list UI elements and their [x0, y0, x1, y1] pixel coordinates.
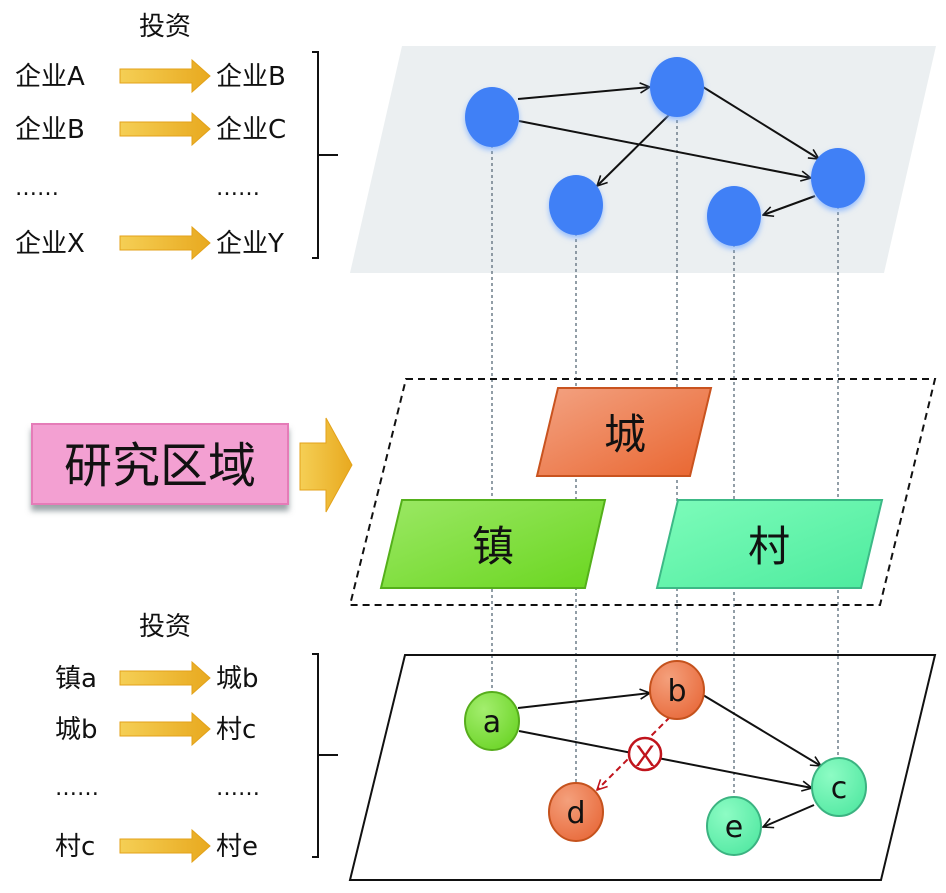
- investor-label: ……: [55, 776, 99, 801]
- bottom-list-heading: 投资: [139, 612, 191, 642]
- top-network-nodes: [465, 57, 865, 246]
- investee-label: ……: [216, 176, 260, 201]
- node-b[interactable]: b: [649, 660, 705, 720]
- node-d[interactable]: d: [548, 782, 604, 842]
- invest-arrow-icon: [119, 711, 211, 747]
- node-c-label: c: [831, 771, 848, 806]
- node-d-label: d: [566, 796, 585, 831]
- top-network-edges: [517, 86, 819, 215]
- blocked-circle-icon: [627, 736, 663, 772]
- edge-b-c: [702, 694, 821, 766]
- edge-a-b: [517, 693, 650, 709]
- investment-row: …… ……: [55, 776, 260, 801]
- investment-row: …… ……: [15, 176, 260, 201]
- node-a-label: a: [483, 705, 501, 740]
- region-village[interactable]: 村: [655, 499, 884, 589]
- enterprise-node[interactable]: [707, 186, 761, 246]
- invest-arrow-icon: [119, 660, 211, 696]
- bottom-network-nodes: a b c d e: [464, 660, 867, 856]
- region-town-label: 镇: [472, 522, 514, 571]
- enterprise-node[interactable]: [650, 57, 704, 117]
- region-town[interactable]: 镇: [379, 499, 607, 589]
- investment-row: 企业X 企业Y: [15, 225, 284, 261]
- enterprise-node[interactable]: [549, 175, 603, 235]
- region-city-shape[interactable]: [535, 387, 713, 477]
- investor-label: 企业A: [15, 62, 85, 92]
- top-list-bracket: [312, 51, 338, 259]
- investor-label: 企业X: [15, 229, 85, 259]
- top-edge-n1-n3: [518, 120, 811, 178]
- top-list-heading: 投资: [139, 12, 191, 42]
- investee-label: 村c: [216, 715, 256, 745]
- study-area-box: 研究区域: [31, 423, 289, 505]
- invest-arrow-icon: [119, 225, 211, 261]
- spatial-network-plane: [348, 654, 937, 881]
- edge-c-e: [763, 804, 815, 827]
- edge-a-c: [518, 730, 812, 788]
- study-area-plane: [348, 378, 937, 606]
- enterprise-node[interactable]: [465, 87, 519, 147]
- region-town-shape[interactable]: [379, 499, 607, 589]
- invest-arrow-icon: [119, 828, 211, 864]
- node-a[interactable]: a: [464, 691, 520, 751]
- blocked-x-icon: X: [635, 740, 655, 773]
- blocked-marker: X: [627, 736, 663, 773]
- invest-arrow-icon: [119, 58, 211, 94]
- investment-row: 企业A 企业B: [15, 58, 286, 94]
- investee-label: 城b: [216, 664, 259, 694]
- investment-row: 镇a 城b: [55, 660, 259, 696]
- node-e[interactable]: e: [706, 796, 762, 856]
- region-city-label: 城: [604, 410, 646, 459]
- bottom-investment-list: 投资 镇a 城b 城b 村c …… …… 村c 村e: [55, 612, 338, 864]
- node-c[interactable]: c: [811, 757, 867, 817]
- top-edge-n1-n2: [517, 87, 650, 100]
- investor-label: 城b: [55, 715, 98, 745]
- top-investment-list: 投资 企业A 企业B 企业B 企业C …… …… 企业X 企业Y: [15, 12, 338, 261]
- investee-label: 村e: [216, 832, 258, 862]
- top-edge-n2-n3: [702, 86, 819, 159]
- investor-label: ……: [15, 176, 59, 201]
- investment-row: 城b 村c: [55, 711, 256, 747]
- top-edge-n2-n4: [597, 113, 671, 186]
- investee-label: 企业C: [216, 115, 286, 145]
- node-b-label: b: [667, 674, 686, 709]
- investee-label: 企业Y: [216, 229, 284, 259]
- investor-label: 企业B: [15, 115, 85, 145]
- node-e-label: e: [725, 810, 743, 845]
- investment-row: 村c 村e: [55, 828, 258, 864]
- enterprise-node[interactable]: [811, 148, 865, 208]
- investee-label: ……: [216, 776, 260, 801]
- bottom-list-bracket: [312, 653, 338, 858]
- region-city[interactable]: 城: [535, 387, 713, 477]
- region-village-label: 村: [748, 522, 790, 571]
- investee-label: 企业B: [216, 62, 286, 92]
- invest-arrow-icon: [119, 111, 211, 147]
- top-edge-n3-n5: [763, 195, 816, 215]
- investment-row: 企业B 企业C: [15, 111, 286, 147]
- investor-label: 镇a: [55, 664, 97, 694]
- study-area-label: 研究区域: [64, 438, 256, 494]
- study-area-label-box[interactable]: [31, 423, 289, 505]
- region-village-shape[interactable]: [655, 499, 884, 589]
- study-area-arrow-icon: [299, 417, 353, 513]
- investor-label: 村c: [55, 832, 95, 862]
